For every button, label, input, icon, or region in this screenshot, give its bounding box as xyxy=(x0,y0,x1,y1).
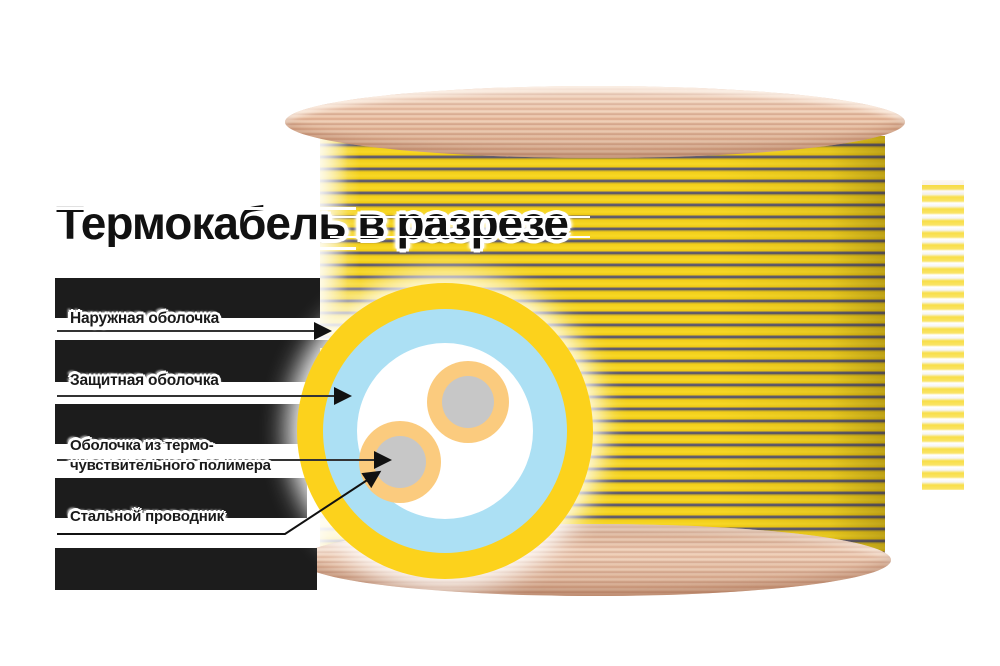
cable-spool xyxy=(285,86,905,596)
conductor-upper xyxy=(427,361,509,443)
label-polymer-sheath-line2: чувствительного полимера xyxy=(70,457,271,474)
conductor-lower-steel-core xyxy=(374,436,426,488)
label-band-5 xyxy=(55,548,317,590)
conductor-upper-steel-core xyxy=(442,376,494,428)
cable-cross-section xyxy=(297,283,593,579)
label-polymer-sheath-line1: Оболочка из термо- xyxy=(70,437,214,454)
label-band-2 xyxy=(55,340,330,382)
label-band-3 xyxy=(55,404,320,444)
conductor-lower xyxy=(359,421,441,503)
title-scanline-2 xyxy=(56,247,356,250)
label-steel-conductor: Стальной проводник xyxy=(70,508,224,525)
label-outer-sheath: Наружная оболочка xyxy=(70,310,220,327)
label-polymer-sheath: Оболочка из термо- чувствительного полим… xyxy=(70,436,310,476)
title-scanline-3 xyxy=(330,216,590,218)
label-protective-sheath: Защитная оболочка xyxy=(70,372,219,389)
title-scanline-4 xyxy=(330,236,590,238)
secondary-spool-sliver xyxy=(922,185,964,490)
spool-flange-top xyxy=(285,86,905,158)
windings-right-shadow xyxy=(830,136,885,556)
title-scanline-1 xyxy=(56,207,356,210)
label-band-1 xyxy=(55,278,320,318)
page-title: Термокабель в разрезе xyxy=(56,197,569,249)
